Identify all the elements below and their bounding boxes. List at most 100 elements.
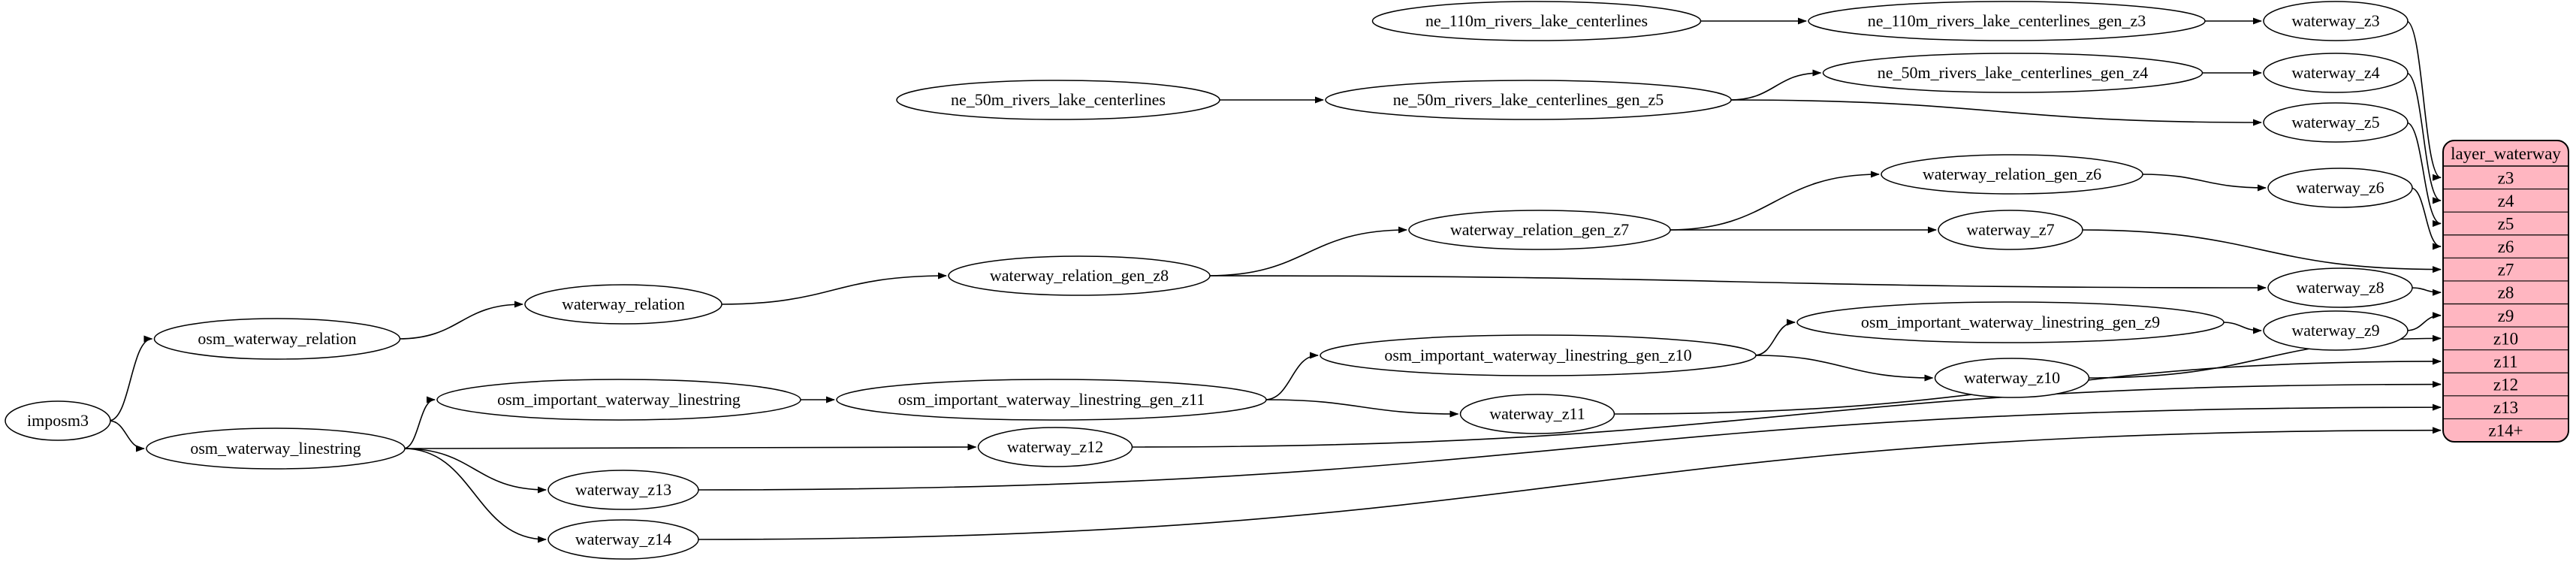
table-row-z8: z8 [2498,283,2514,302]
node-ellipse [436,379,801,421]
node-label: waterway_z10 [1964,368,2060,387]
table-row-z11: z11 [2493,352,2517,371]
node-ellipse [1408,210,1671,250]
node-ellipse [2263,53,2409,93]
node-ellipse [146,428,406,470]
node-waterway_relation_gen_z8: waterway_relation_gen_z8 [948,255,1211,296]
edge-waterway_z8-to-layer_waterway-z8 [2410,287,2442,296]
node-label: waterway_relation_gen_z7 [1450,220,1629,239]
node-waterway_relation_gen_z7: waterway_relation_gen_z7 [1408,210,1671,250]
node-label: ne_110m_rivers_lake_centerlines [1425,11,1648,30]
node-label: ne_110m_rivers_lake_centerlines_gen_z3 [1868,11,2146,30]
node-waterway_z12: waterway_z12 [977,427,1133,467]
table-row-z5: z5 [2498,214,2514,233]
table-title: layer_waterway [2451,144,2561,163]
node-layer: imposm3osm_waterway_relationosm_waterway… [5,1,2413,560]
node-waterway_z14: waterway_z14 [547,519,699,560]
node-ellipse [1459,394,1615,434]
edge-waterway_relation_gen_z8-to-waterway_relation_gen_z7 [1208,226,1407,276]
edge-waterway_z7-to-layer_waterway-z7 [2080,229,2442,273]
edge-osm_important_waterway_linestring_gen_z11-to-waterway_z11 [1264,399,1459,418]
node-waterway_z7: waterway_z7 [1938,210,2083,250]
edge-ne_50m_rivers_lake_centerlines_gen_z5-to-ne_50m_rivers_lake_centerlines_gen_z4 [1729,69,1822,101]
node-ellipse [1371,1,1702,41]
node-osm_important_waterway_linestring_gen_z9: osm_important_waterway_linestring_gen_z9 [1796,301,2225,343]
node-ellipse [1796,301,2225,343]
edge-waterway_relation_gen_z6-to-waterway_z6 [2140,174,2267,192]
node-waterway_z8: waterway_z8 [2267,267,2413,308]
table-row-z7: z7 [2498,261,2514,279]
edge-layer [108,17,2442,543]
node-ellipse [524,284,722,325]
node-label: waterway_relation_gen_z6 [1923,165,2101,183]
node-waterway_z5: waterway_z5 [2263,102,2409,143]
edge-waterway_relation_gen_z7-to-waterway_relation_gen_z6 [1668,171,1880,231]
edge-waterway_z14-to-layer_waterway-z14+ [696,427,2442,540]
node-ellipse [5,400,111,441]
edge-osm_waterway_relation-to-waterway_relation [398,301,523,340]
edge-waterway_z13-to-layer_waterway-z13 [696,403,2442,491]
node-waterway_z4: waterway_z4 [2263,53,2409,93]
node-ellipse [2263,310,2409,351]
edge-imposm3-to-osm_waterway_linestring [108,420,145,452]
node-ellipse [547,519,699,560]
edge-waterway_z5-to-layer_waterway-z5 [2406,122,2442,227]
table-row-z12: z12 [2493,376,2518,394]
table-row-z10: z10 [2493,329,2518,348]
node-ellipse [1325,80,1732,120]
node-label: osm_waterway_relation [198,329,356,348]
node-ne_110m_rivers_lake_centerlines_gen_z3: ne_110m_rivers_lake_centerlines_gen_z3 [1808,1,2206,41]
node-ellipse [2263,102,2409,143]
node-label: ne_50m_rivers_lake_centerlines_gen_z4 [1878,63,2148,82]
node-label: osm_important_waterway_linestring [497,390,741,409]
node-waterway_z11: waterway_z11 [1459,394,1615,434]
edge-osm_waterway_linestring-to-osm_important_waterway_linestring [403,396,436,449]
node-waterway_relation: waterway_relation [524,284,722,325]
node-label: waterway_z7 [1966,220,2054,239]
node-label: waterway_relation [562,295,685,313]
node-imposm3: imposm3 [5,400,111,441]
node-ellipse [1938,210,2083,250]
edge-ne_50m_rivers_lake_centerlines_gen_z5-to-waterway_z5 [1729,99,2262,126]
node-ellipse [948,255,1211,296]
node-label: waterway_z14 [575,530,671,548]
node-ellipse [836,379,1267,421]
node-label: waterway_z12 [1007,437,1103,456]
table-layer_waterway: layer_waterwayz3z4z5z6z7z8z9z10z11z12z13… [2442,140,2569,443]
table-row-z14+: z14+ [2488,421,2523,440]
edge-waterway_z9-to-layer_waterway-z9 [2406,312,2442,331]
node-osm_waterway_relation: osm_waterway_relation [153,318,401,360]
table-body [2442,140,2569,443]
node-osm_important_waterway_linestring_gen_z11: osm_important_waterway_linestring_gen_z1… [836,379,1267,421]
table-row-z3: z3 [2498,168,2514,187]
node-waterway_z3: waterway_z3 [2263,1,2409,41]
node-label: waterway_z4 [2291,63,2379,82]
node-ellipse [2267,267,2413,308]
node-ellipse [2267,168,2413,208]
edge-waterway_z12-to-layer_waterway-z12 [1130,381,2442,448]
table-row-z13: z13 [2493,398,2518,417]
node-label: waterway_z9 [2291,321,2379,340]
node-ne_50m_rivers_lake_centerlines: ne_50m_rivers_lake_centerlines [896,80,1220,120]
node-ellipse [896,80,1220,120]
node-label: ne_50m_rivers_lake_centerlines [951,90,1166,109]
table-row-z9: z9 [2498,307,2514,325]
node-waterway_z9: waterway_z9 [2263,310,2409,351]
edge-imposm3-to-osm_waterway_relation [108,335,153,421]
edge-waterway_z4-to-layer_waterway-z4 [2406,72,2442,204]
node-waterway_z10: waterway_z10 [1934,358,2090,398]
node-ellipse [547,470,699,510]
edge-osm_important_waterway_linestring_gen_z10-to-waterway_z10 [1754,355,1934,382]
node-label: ne_50m_rivers_lake_centerlines_gen_z5 [1393,90,1664,109]
node-label: imposm3 [27,411,89,430]
node-ellipse [977,427,1133,467]
edge-osm_waterway_linestring-to-waterway_z12 [403,443,977,451]
node-label: waterway_z13 [575,480,671,499]
node-ellipse [2263,1,2409,41]
node-label: waterway_z6 [2296,178,2384,197]
node-label: waterway_z8 [2296,278,2384,297]
node-ne_110m_rivers_lake_centerlines: ne_110m_rivers_lake_centerlines [1371,1,1702,41]
node-label: osm_important_waterway_linestring_gen_z1… [898,390,1205,409]
